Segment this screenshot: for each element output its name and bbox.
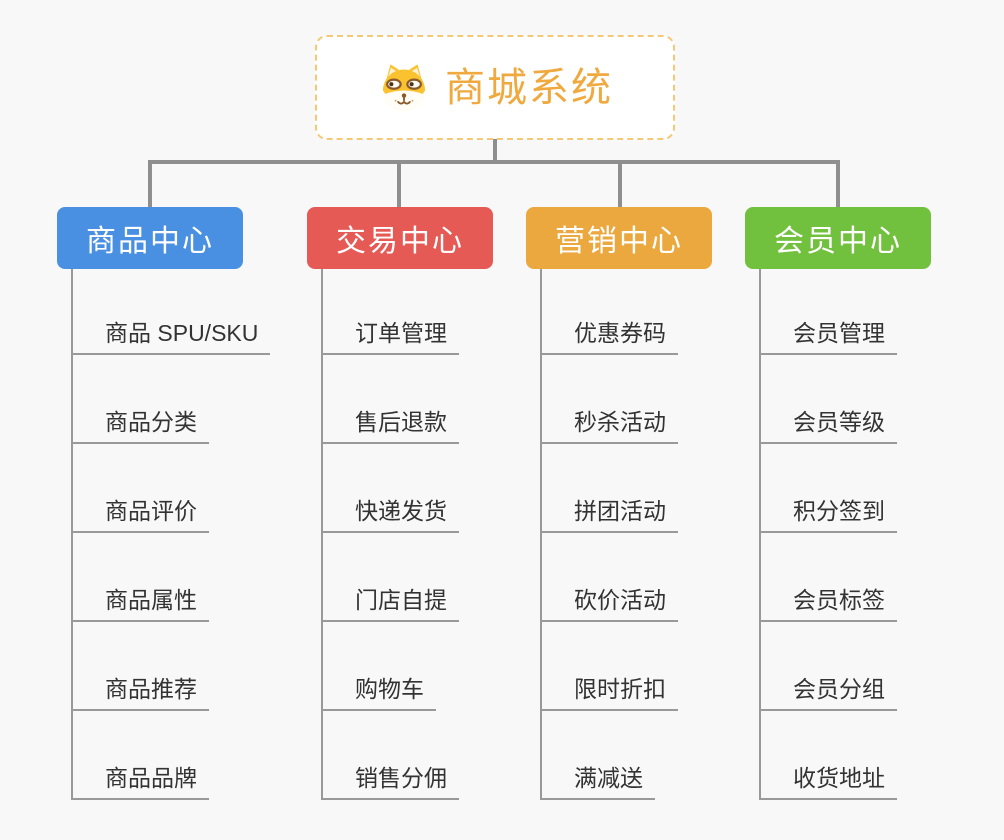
leaf-label: 销售分佣 [355,765,447,791]
leaf-label: 商品 SPU/SKU [105,320,259,346]
leaf-label: 商品属性 [105,587,197,613]
leaf-label: 收货地址 [793,765,885,791]
leaf-node[interactable]: 商品属性 [71,584,209,622]
leaf-label: 会员分组 [793,676,885,702]
branch-connector-line [540,269,542,800]
leaf-label: 积分签到 [793,498,885,524]
leaf-node[interactable]: 订单管理 [321,317,459,355]
leaf-node[interactable]: 商品 SPU/SKU [71,317,271,355]
branch-connector-line [71,269,73,800]
leaf-label: 会员标签 [793,587,885,613]
leaf-label: 快递发货 [355,498,447,524]
leaf-label: 商品分类 [105,409,197,435]
leaf-node[interactable]: 商品评价 [71,495,209,533]
leaf-node[interactable]: 销售分佣 [321,762,459,800]
branch-node-trade-center[interactable]: 交易中心 [307,207,493,269]
connector-drop-product [148,160,152,208]
leaf-node[interactable]: 会员标签 [759,584,897,622]
leaf-node[interactable]: 会员管理 [759,317,897,355]
leaf-label: 商品评价 [105,498,197,524]
root-node-mall-system[interactable]: 商城系统 [315,35,675,140]
leaf-label: 会员等级 [793,409,885,435]
leaf-node[interactable]: 秒杀活动 [540,406,678,444]
leaf-node[interactable]: 购物车 [321,673,436,711]
connector-drop-member [836,160,840,208]
leaf-label: 订单管理 [355,320,447,346]
branch-member-center: 会员中心 会员管理 会员等级 积分签到 会员标签 会员分组 收货地址 [745,207,985,807]
leaf-label: 限时折扣 [574,676,666,702]
root-title: 商城系统 [445,65,613,110]
leaf-node[interactable]: 限时折扣 [540,673,678,711]
leaf-node[interactable]: 砍价活动 [540,584,678,622]
leaf-label: 秒杀活动 [574,409,666,435]
leaf-node[interactable]: 会员等级 [759,406,897,444]
leaf-label: 售后退款 [355,409,447,435]
leaf-label: 购物车 [355,676,424,702]
leaf-label: 门店自提 [355,587,447,613]
connector-drop-trade [397,160,401,208]
branch-node-product-center[interactable]: 商品中心 [57,207,243,269]
leaf-label: 会员管理 [793,320,885,346]
leaf-node[interactable]: 门店自提 [321,584,459,622]
leaf-node[interactable]: 满减送 [540,762,655,800]
leaf-node[interactable]: 收货地址 [759,762,897,800]
connector-horizontal-bar [148,160,840,164]
branch-marketing-center: 营销中心 优惠券码 秒杀活动 拼团活动 砍价活动 限时折扣 满减送 [526,207,766,807]
leaf-node[interactable]: 售后退款 [321,406,459,444]
connector-root-stem [493,139,497,162]
branch-node-member-center[interactable]: 会员中心 [745,207,931,269]
leaf-label: 满减送 [574,765,643,791]
branch-connector-line [321,269,323,800]
connector-drop-marketing [618,160,622,208]
leaf-label: 优惠券码 [574,320,666,346]
leaf-node[interactable]: 商品品牌 [71,762,209,800]
leaf-node[interactable]: 会员分组 [759,673,897,711]
branch-trade-center: 交易中心 订单管理 售后退款 快递发货 门店自提 购物车 销售分佣 [307,207,547,807]
leaf-label: 商品品牌 [105,765,197,791]
leaf-label: 砍价活动 [574,587,666,613]
branch-product-center: 商品中心 商品 SPU/SKU 商品分类 商品评价 商品属性 商品推荐 商品品牌 [57,207,297,807]
shiba-dog-icon [382,63,426,112]
leaf-node[interactable]: 积分签到 [759,495,897,533]
leaf-node[interactable]: 拼团活动 [540,495,678,533]
leaf-label: 商品推荐 [105,676,197,702]
leaf-node[interactable]: 优惠券码 [540,317,678,355]
leaf-node[interactable]: 商品分类 [71,406,209,444]
leaf-node[interactable]: 快递发货 [321,495,459,533]
branch-connector-line [759,269,761,800]
leaf-label: 拼团活动 [574,498,666,524]
branch-node-marketing-center[interactable]: 营销中心 [526,207,712,269]
leaf-node[interactable]: 商品推荐 [71,673,209,711]
